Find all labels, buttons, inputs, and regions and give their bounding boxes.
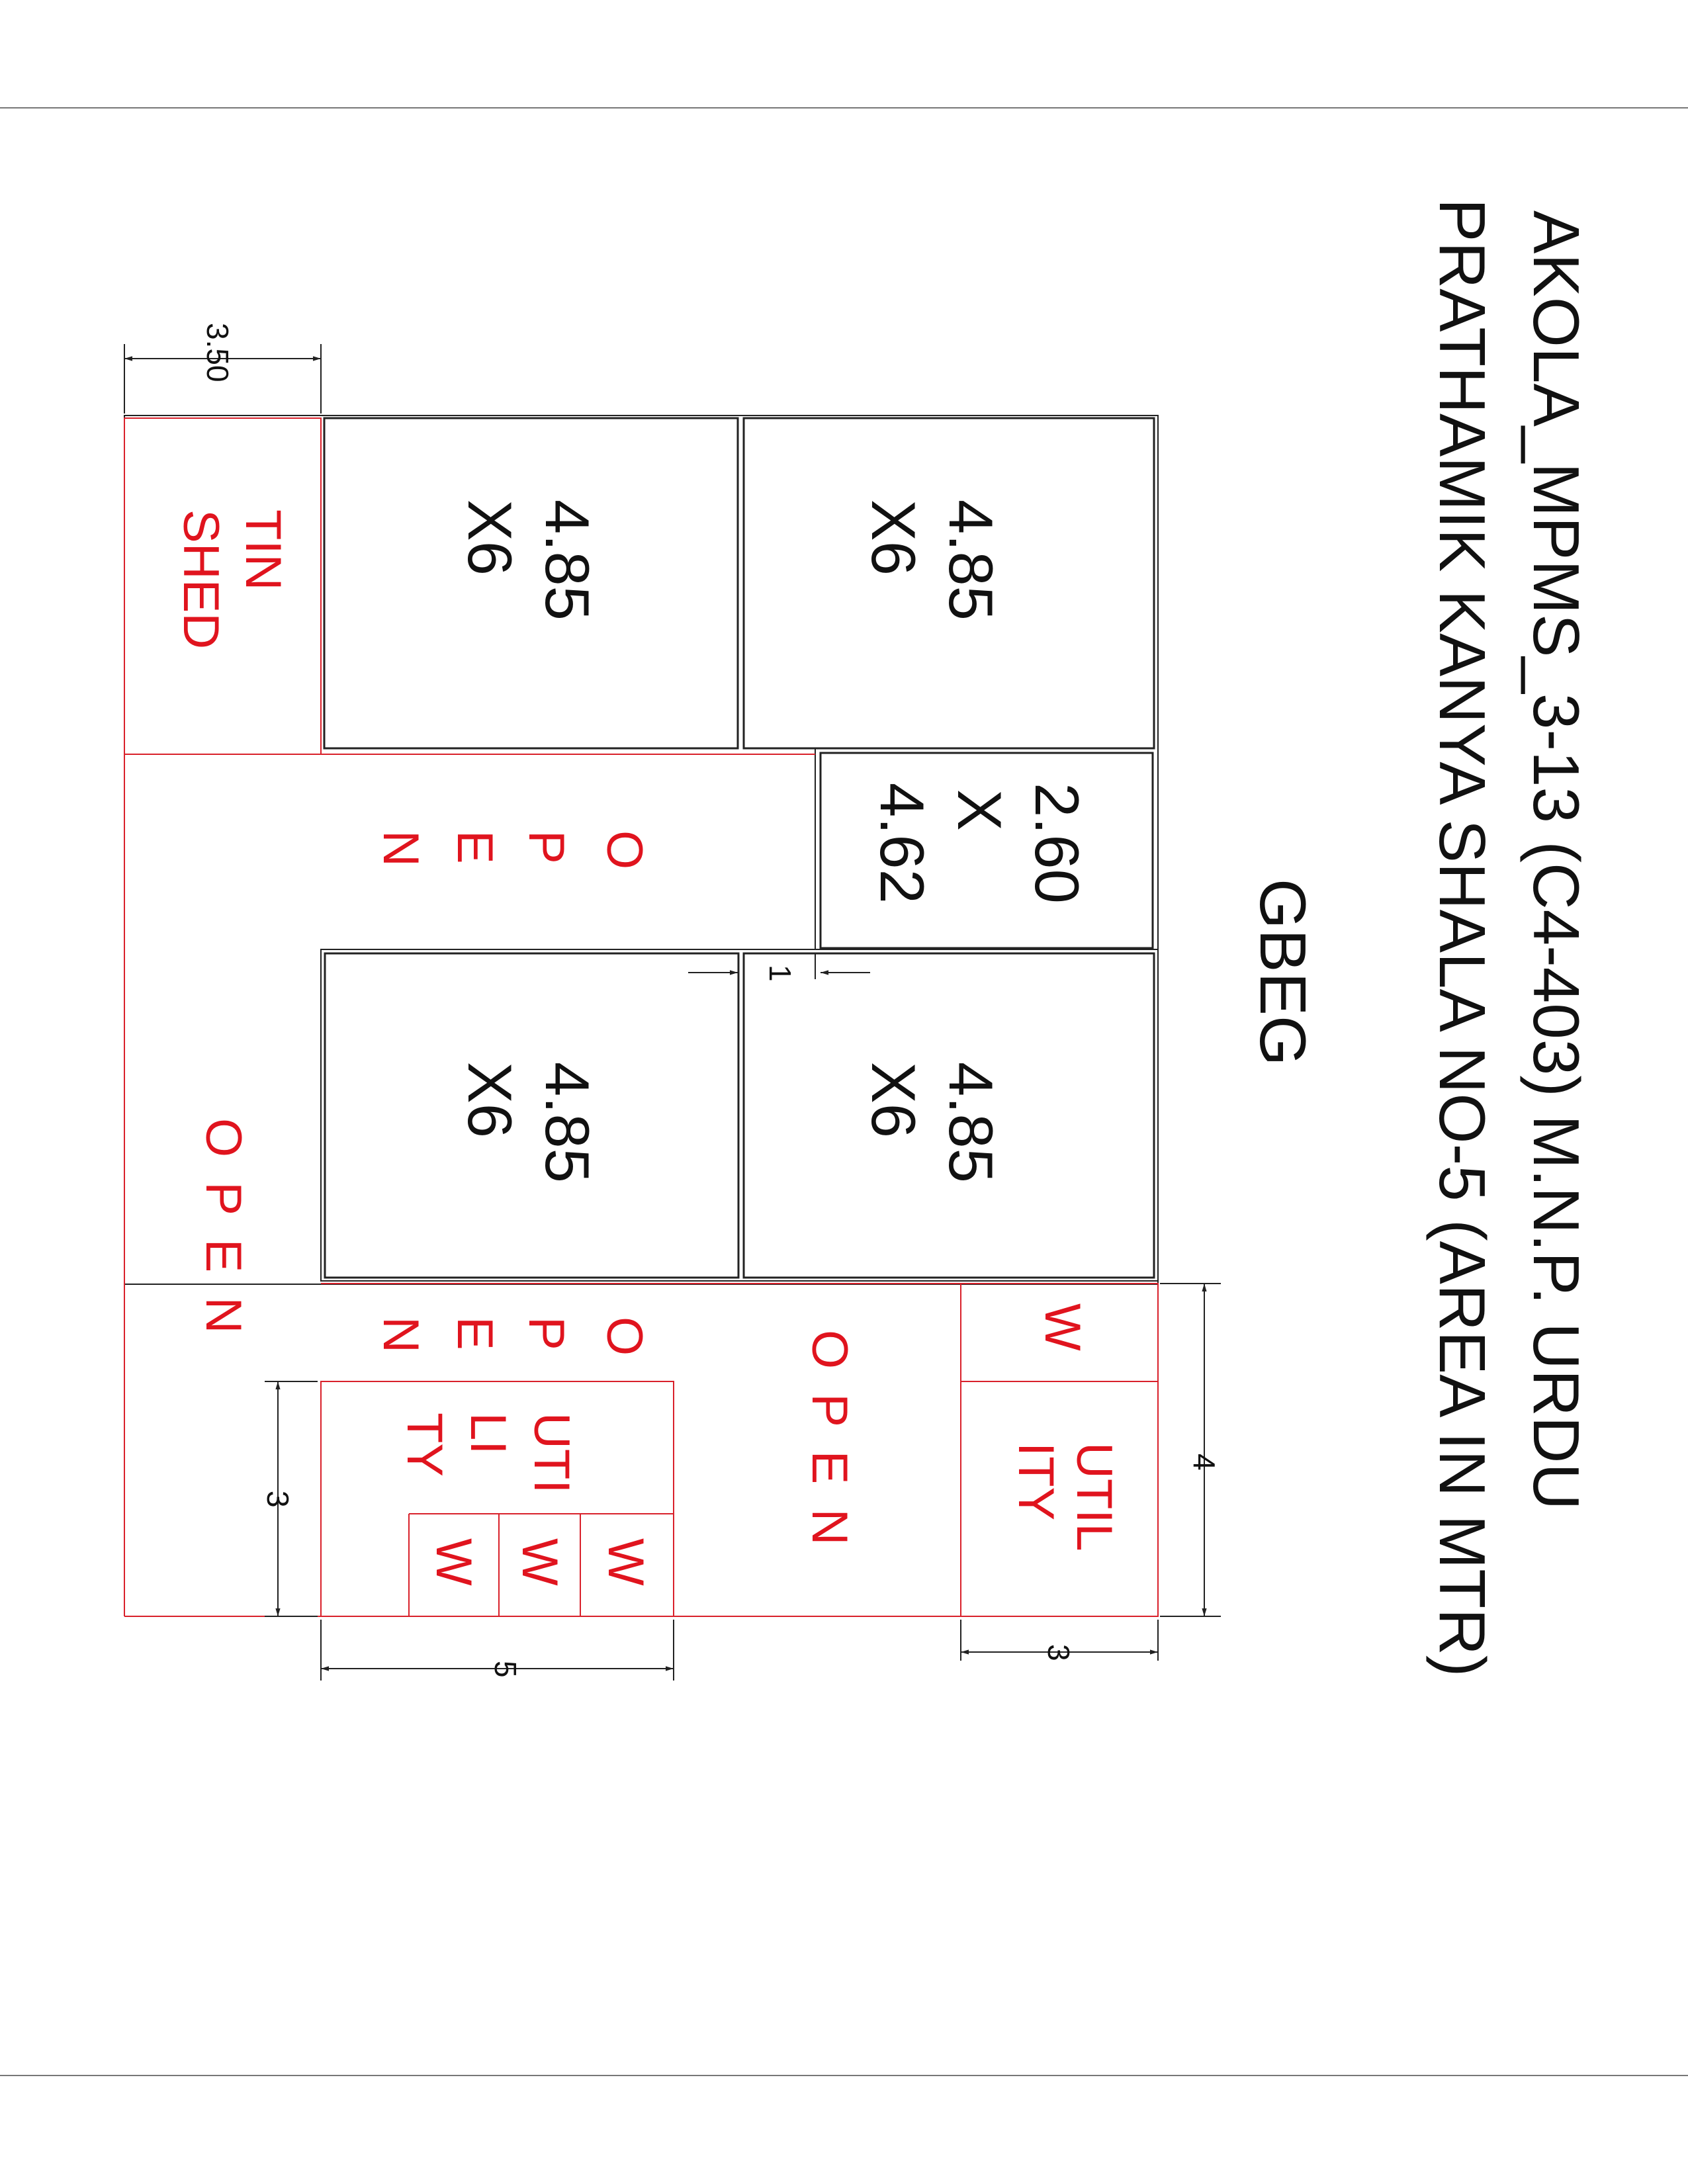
dim-utility-right-height-value: 4 <box>1187 1454 1222 1471</box>
open-letter-o: O <box>596 830 652 869</box>
room-top-right-length: X6 <box>859 500 928 576</box>
open-letter-n: N <box>373 830 429 867</box>
room-top-left-length: X6 <box>455 500 525 576</box>
dim-utility-right-height: 4 <box>1160 1283 1222 1617</box>
utility-left-line-1: UTI <box>523 1413 580 1493</box>
tin-shed-line-1: TIN <box>235 509 291 590</box>
tin-shed-label: TIN SHED <box>173 509 291 649</box>
room-middle-size: 2.60 <box>1022 783 1092 904</box>
open-letter-e: E <box>447 830 503 864</box>
w-label-right-top: W <box>1034 1303 1090 1351</box>
w-label-toilet-2: W <box>511 1538 568 1586</box>
utility-right-line-1: UTIL <box>1066 1442 1122 1551</box>
room-top-left-size: 4.85 <box>533 500 602 621</box>
utility-right-line-2: ITY <box>1008 1442 1064 1520</box>
dim-utility-right-width: 3 <box>960 1620 1159 1661</box>
dim-utility-left-width: 5 <box>320 1620 674 1681</box>
room-bottom-right: 4.85 X6 <box>859 1062 1006 1183</box>
dim-gap-value: 1 <box>763 965 797 982</box>
room-bottom-right-size: 4.85 <box>936 1062 1006 1183</box>
utility-left-label: UTI LI TY <box>396 1413 580 1493</box>
open-letter-o: O <box>596 1317 652 1356</box>
room-top-right-size: 4.85 <box>936 500 1006 621</box>
title-line-2: PRATHAMIK KANYA SHALA NO-5 (AREA IN MTR) <box>1426 198 1499 1677</box>
open-letter-e: E <box>447 1317 503 1350</box>
utility-right-label: UTIL ITY <box>1008 1442 1122 1551</box>
w-label-toilet-1: W <box>598 1538 654 1586</box>
dim-tin-shed-width: 3.50 <box>124 323 322 414</box>
utility-left-line-3: TY <box>396 1413 453 1477</box>
open-letter-n: N <box>373 1317 429 1353</box>
open-area-right: O P E N <box>801 1330 858 1550</box>
room-top-left: 4.85 X6 <box>455 500 602 621</box>
dim-utility-left-height-value: 3 <box>261 1491 295 1508</box>
room-middle-x: X <box>945 789 1014 831</box>
open-area-center: O P E N <box>373 830 652 869</box>
dim-tin-shed-width-value: 3.50 <box>200 323 235 382</box>
room-bottom-left: 4.85 X6 <box>455 1062 602 1183</box>
title-line-3: GBEG <box>1247 879 1319 1066</box>
title-line-1: AKOLA_MPMS_3-13 (C4-403) M.N.P. URDU <box>1520 210 1593 1510</box>
dim-utility-left-width-value: 5 <box>488 1661 523 1678</box>
room-top-right: 4.85 X6 <box>859 500 1006 621</box>
dim-utility-left-height: 3 <box>261 1381 318 1617</box>
utility-left-line-2: LI <box>460 1413 516 1454</box>
annotation-outlines <box>124 417 1159 1617</box>
open-letter-p: P <box>518 1317 574 1350</box>
room-bottom-left-size: 4.85 <box>533 1062 602 1183</box>
room-bottom-right-length: X6 <box>859 1062 928 1138</box>
open-area-side-letters: O P E N <box>373 1317 652 1356</box>
open-letter-p: P <box>518 830 574 864</box>
room-bottom-left-length: X6 <box>455 1062 525 1138</box>
dim-utility-right-width-value: 3 <box>1042 1644 1076 1661</box>
w-label-toilet-3: W <box>425 1538 482 1586</box>
room-middle: 2.60 X 4.62 <box>867 783 1092 904</box>
open-area-left: O P E N <box>195 1118 251 1338</box>
dim-gap: 1 <box>688 953 870 982</box>
tin-shed-line-2: SHED <box>173 509 229 649</box>
room-middle-length: 4.62 <box>867 783 937 904</box>
